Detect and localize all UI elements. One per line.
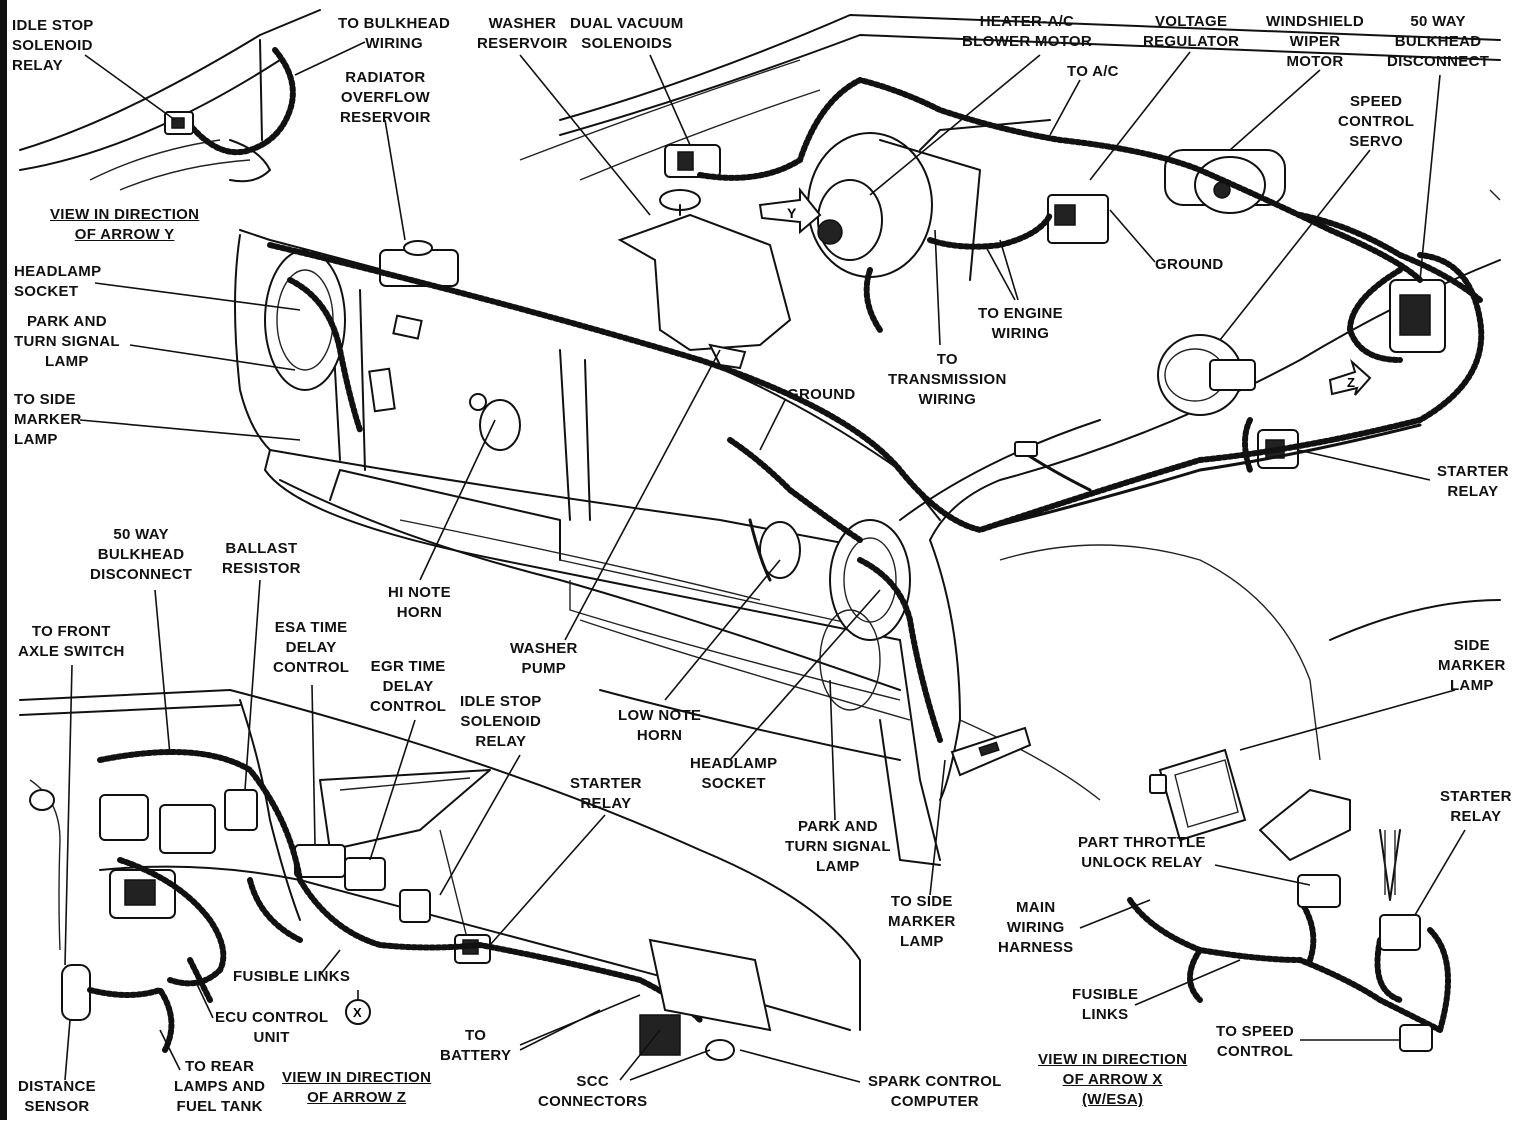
arrow-x-marker: X: [353, 1005, 362, 1020]
left-edge-bar: [0, 0, 7, 1120]
label-speed-control-servo: SPEED CONTROL SERVO: [1338, 93, 1415, 150]
label-view-arrow-y: VIEW IN DIRECTION OF ARROW Y: [50, 206, 200, 243]
label-50-way-bottom: 50 WAY BULKHEAD DISCONNECT: [90, 526, 193, 583]
label-to-bulkhead-wiring: TO BULKHEAD WIRING: [338, 15, 451, 52]
label-low-note-horn: LOW NOTE HORN: [618, 707, 702, 744]
label-to-battery: TO BATTERY: [440, 1027, 512, 1064]
label-voltage-regulator: VOLTAGE REGULATOR: [1143, 13, 1240, 50]
label-distance-sensor: DISTANCE SENSOR: [18, 1078, 96, 1115]
label-part-throttle: PART THROTTLE UNLOCK RELAY: [1078, 834, 1206, 871]
label-park-turn-center: PARK AND TURN SIGNAL LAMP: [785, 818, 891, 875]
label-egr-time-delay: EGR TIME DELAY CONTROL: [370, 658, 447, 715]
label-headlamp-socket-left: HEADLAMP SOCKET: [14, 263, 102, 300]
engine-bay-view: Y Z: [234, 14, 1501, 866]
label-spark-control-computer: SPARK CONTROL COMPUTER: [868, 1073, 1002, 1110]
leader-lines: [64, 41, 1466, 1083]
label-fusible-links-center: FUSIBLE LINKS: [233, 968, 351, 985]
label-ecu-control-unit: ECU CONTROL UNIT: [215, 1009, 329, 1046]
label-esa-time-delay: ESA TIME DELAY CONTROL: [273, 619, 350, 676]
label-to-ac: TO A/C: [1067, 63, 1119, 80]
inset-view-z: X: [19, 689, 861, 1061]
label-washer-pump: WASHER PUMP: [510, 640, 578, 677]
label-headlamp-socket-center: HEADLAMP SOCKET: [690, 755, 778, 792]
label-starter-relay-br: STARTER RELAY: [1440, 788, 1512, 825]
arrow-z-marker: Z: [1347, 375, 1355, 390]
label-idle-stop-relay-top: IDLE STOP SOLENOID RELAY: [12, 17, 94, 74]
label-main-wiring-harness: MAIN WIRING HARNESS: [998, 899, 1074, 956]
label-ground-center: GROUND: [787, 386, 856, 403]
label-dual-vacuum: DUAL VACUUM SOLENOIDS: [570, 15, 684, 52]
label-to-front-axle: TO FRONT AXLE SWITCH: [18, 623, 125, 660]
label-ballast-resistor: BALLAST RESISTOR: [222, 540, 301, 577]
label-scc-connectors: SCC CONNECTORS: [538, 1073, 648, 1110]
label-view-arrow-x: VIEW IN DIRECTION OF ARROW X (W/ESA): [1038, 1051, 1188, 1108]
label-fusible-links-right: FUSIBLE LINKS: [1072, 986, 1139, 1023]
label-to-side-marker-center: TO SIDE MARKER LAMP: [888, 893, 956, 950]
label-to-engine-wiring: TO ENGINE WIRING: [978, 305, 1063, 342]
label-washer-reservoir: WASHER RESERVOIR: [477, 15, 568, 52]
label-view-arrow-z: VIEW IN DIRECTION OF ARROW Z: [282, 1069, 432, 1106]
inset-view-x: [1127, 748, 1451, 1052]
label-to-speed-control: TO SPEED CONTROL: [1216, 1023, 1294, 1060]
label-ground-right: GROUND: [1155, 256, 1224, 273]
label-radiator-overflow: RADIATOR OVERFLOW RESERVOIR: [340, 69, 431, 126]
label-to-transmission: TO TRANSMISSION WIRING: [888, 351, 1007, 408]
label-to-side-marker-left: TO SIDE MARKER LAMP: [14, 391, 82, 448]
label-starter-relay-center: STARTER RELAY: [570, 775, 642, 812]
label-50-way-top: 50 WAY BULKHEAD DISCONNECT: [1387, 13, 1490, 70]
label-idle-stop-relay-bottom: IDLE STOP SOLENOID RELAY: [460, 693, 542, 750]
inset-view-y: [19, 9, 321, 191]
label-park-turn-left: PARK AND TURN SIGNAL LAMP: [14, 313, 120, 370]
label-windshield-wiper: WINDSHIELD WIPER MOTOR: [1266, 13, 1364, 70]
label-heater-ac: HEATER-A/C BLOWER MOTOR: [962, 13, 1092, 50]
label-to-rear-lamps: TO REAR LAMPS AND FUEL TANK: [174, 1058, 266, 1115]
arrow-y-marker: Y: [787, 205, 797, 221]
label-side-marker-right: SIDE MARKER LAMP: [1438, 637, 1506, 694]
label-starter-relay-right: STARTER RELAY: [1437, 463, 1509, 500]
label-hi-note-horn: HI NOTE HORN: [388, 584, 451, 621]
